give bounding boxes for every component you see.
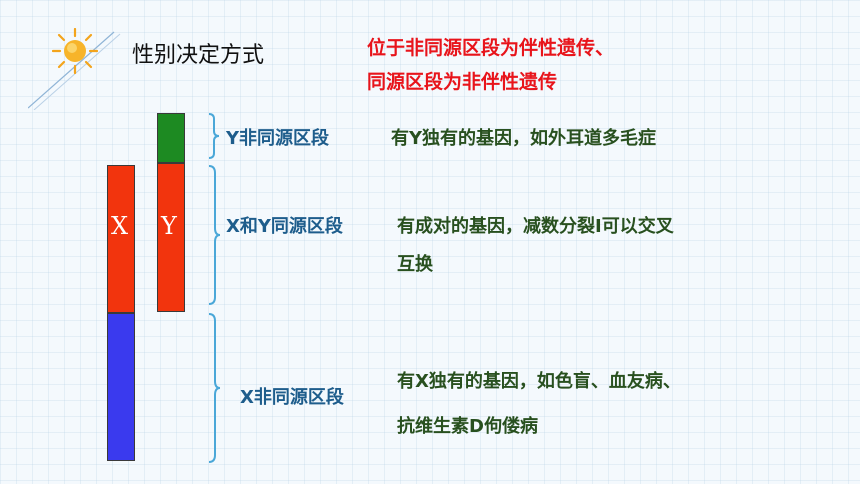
description-x-nonhomologous-line-2: 抗维生素D佝偻病 xyxy=(397,416,538,437)
x-nonhomologous-segment xyxy=(107,313,135,461)
note-line-2: 同源区段为非伴性遗传 xyxy=(367,71,558,93)
sun-icon xyxy=(52,28,98,74)
description-xy-homologous-line-1: 有成对的基因，减数分裂I可以交叉 xyxy=(397,216,674,237)
decorative-slash-lines xyxy=(28,31,121,110)
note-line-1: 位于非同源区段为伴性遗传、 xyxy=(367,37,615,59)
y-chromosome-label: Y xyxy=(161,212,177,240)
page-title: 性别决定方式 xyxy=(132,43,265,68)
y-nonhomologous-segment xyxy=(157,113,185,163)
segment-label-xy-homologous: X和Y同源区段 xyxy=(226,216,343,237)
description-y-nonhomologous: 有Y独有的基因，如外耳道多毛症 xyxy=(391,128,657,149)
y-homologous-segment xyxy=(157,163,185,312)
description-x-nonhomologous-line-1: 有X独有的基因，如色盲、血友病、 xyxy=(397,371,681,392)
brace-x-nonhomologous xyxy=(208,313,221,463)
x-homologous-segment xyxy=(107,165,135,313)
brace-y-nonhomologous xyxy=(208,113,220,159)
segment-label-y-nonhomologous: Y非同源区段 xyxy=(226,128,330,149)
brace-xy-homologous xyxy=(208,165,221,305)
segment-label-x-nonhomologous: X非同源区段 xyxy=(240,387,344,408)
description-xy-homologous-line-2: 互换 xyxy=(397,254,433,275)
x-chromosome-label: X xyxy=(111,212,129,240)
